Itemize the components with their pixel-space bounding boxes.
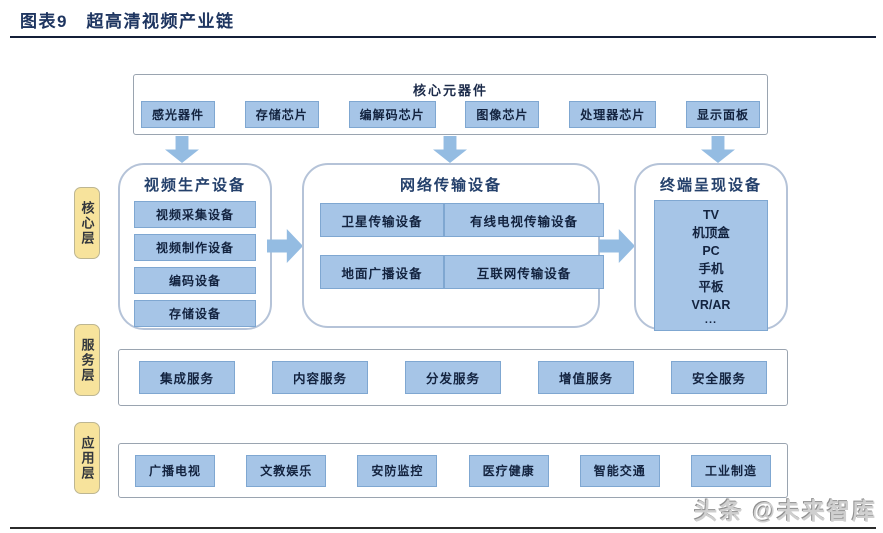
network-transmission-items: 卫星传输设备 有线电视传输设备 地面广播设备 互联网传输设备 bbox=[304, 195, 604, 289]
terminal-item-pc: PC bbox=[702, 244, 720, 258]
right-arrow-icon bbox=[267, 229, 303, 263]
production-chip-storage: 存储设备 bbox=[134, 300, 256, 327]
transmission-chip-cable-tv: 有线电视传输设备 bbox=[444, 203, 604, 237]
layer-label-application-text: 应用层 bbox=[79, 435, 95, 481]
application-chip-transport: 智能交通 bbox=[579, 454, 660, 487]
production-chip-encoding: 编码设备 bbox=[134, 267, 256, 294]
terminal-item-more: ... bbox=[704, 314, 718, 326]
application-layer-box: 广播电视 文教娱乐 安防监控 医疗健康 智能交通 工业制造 bbox=[118, 443, 788, 498]
core-components-box: 核心元器件 感光器件 存储芯片 编解码芯片 图像芯片 处理器芯片 显示面板 bbox=[133, 74, 768, 135]
video-production-box: 视频生产设备 视频采集设备 视频制作设备 编码设备 存储设备 bbox=[118, 163, 272, 330]
component-chip-codec: 编解码芯片 bbox=[348, 101, 436, 128]
right-arrow-icon bbox=[599, 229, 635, 263]
application-chip-broadcast: 广播电视 bbox=[135, 454, 216, 487]
layer-label-core-text: 核心层 bbox=[79, 200, 95, 246]
terminal-device-list: TV 机顶盒 PC 手机 平板 VR/AR ... bbox=[654, 200, 768, 331]
layer-label-service-text: 服务层 bbox=[79, 337, 95, 383]
terminal-item-tablet: 平板 bbox=[698, 280, 724, 294]
terminal-item-phone: 手机 bbox=[698, 262, 724, 276]
application-chip-education: 文教娱乐 bbox=[246, 454, 327, 487]
terminal-presentation-title: 终端呈现设备 bbox=[659, 177, 762, 194]
core-components-title: 核心元器件 bbox=[412, 83, 488, 98]
service-chip-integration: 集成服务 bbox=[139, 361, 236, 394]
component-chip-image: 图像芯片 bbox=[465, 101, 540, 128]
layer-label-application: 应用层 bbox=[74, 422, 100, 494]
video-production-items: 视频采集设备 视频制作设备 编码设备 存储设备 bbox=[120, 201, 270, 333]
network-transmission-box: 网络传输设备 卫星传输设备 有线电视传输设备 地面广播设备 互联网传输设备 bbox=[302, 163, 604, 328]
component-chip-processor: 处理器芯片 bbox=[569, 101, 657, 128]
service-layer-box: 集成服务 内容服务 分发服务 增值服务 安全服务 bbox=[118, 349, 788, 406]
layer-label-core: 核心层 bbox=[74, 187, 100, 259]
transmission-chip-satellite: 卫星传输设备 bbox=[320, 203, 444, 237]
application-chip-surveillance: 安防监控 bbox=[357, 454, 438, 487]
component-chip-sensor: 感光器件 bbox=[141, 101, 216, 128]
component-chip-storage: 存储芯片 bbox=[244, 101, 319, 128]
transmission-chip-terrestrial: 地面广播设备 bbox=[320, 255, 444, 289]
service-chip-distribution: 分发服务 bbox=[404, 361, 501, 394]
service-chip-content: 内容服务 bbox=[271, 361, 368, 394]
layer-label-service: 服务层 bbox=[74, 324, 100, 396]
network-transmission-title: 网络传输设备 bbox=[399, 177, 502, 194]
terminal-item-settopbox: 机顶盒 bbox=[692, 226, 730, 240]
production-chip-capture: 视频采集设备 bbox=[134, 201, 256, 228]
core-components-row: 感光器件 存储芯片 编解码芯片 图像芯片 处理器芯片 显示面板 bbox=[141, 101, 760, 128]
down-arrow-icon bbox=[701, 136, 735, 163]
terminal-presentation-box: 终端呈现设备 TV 机顶盒 PC 手机 平板 VR/AR ... bbox=[634, 163, 788, 331]
down-arrow-icon bbox=[433, 136, 467, 163]
application-chip-manufacturing: 工业制造 bbox=[690, 454, 771, 487]
video-production-title: 视频生产设备 bbox=[143, 177, 246, 194]
transmission-chip-internet: 互联网传输设备 bbox=[444, 255, 604, 289]
bottom-rule bbox=[10, 527, 876, 529]
service-chip-security: 安全服务 bbox=[670, 361, 767, 394]
service-layer-row: 集成服务 内容服务 分发服务 增值服务 安全服务 bbox=[119, 350, 787, 405]
watermark-text: 头条 @未来智库 bbox=[694, 498, 877, 524]
terminal-item-vrar: VR/AR bbox=[691, 298, 731, 312]
component-chip-display: 显示面板 bbox=[685, 101, 760, 128]
title-underline bbox=[10, 36, 876, 38]
application-layer-row: 广播电视 文教娱乐 安防监控 医疗健康 智能交通 工业制造 bbox=[119, 444, 787, 497]
down-arrow-icon bbox=[165, 136, 199, 163]
figure-title: 图表9 超高清视频产业链 bbox=[20, 12, 235, 31]
terminal-item-tv: TV bbox=[703, 208, 719, 222]
production-chip-making: 视频制作设备 bbox=[134, 234, 256, 261]
application-chip-healthcare: 医疗健康 bbox=[468, 454, 549, 487]
service-chip-value-added: 增值服务 bbox=[537, 361, 634, 394]
